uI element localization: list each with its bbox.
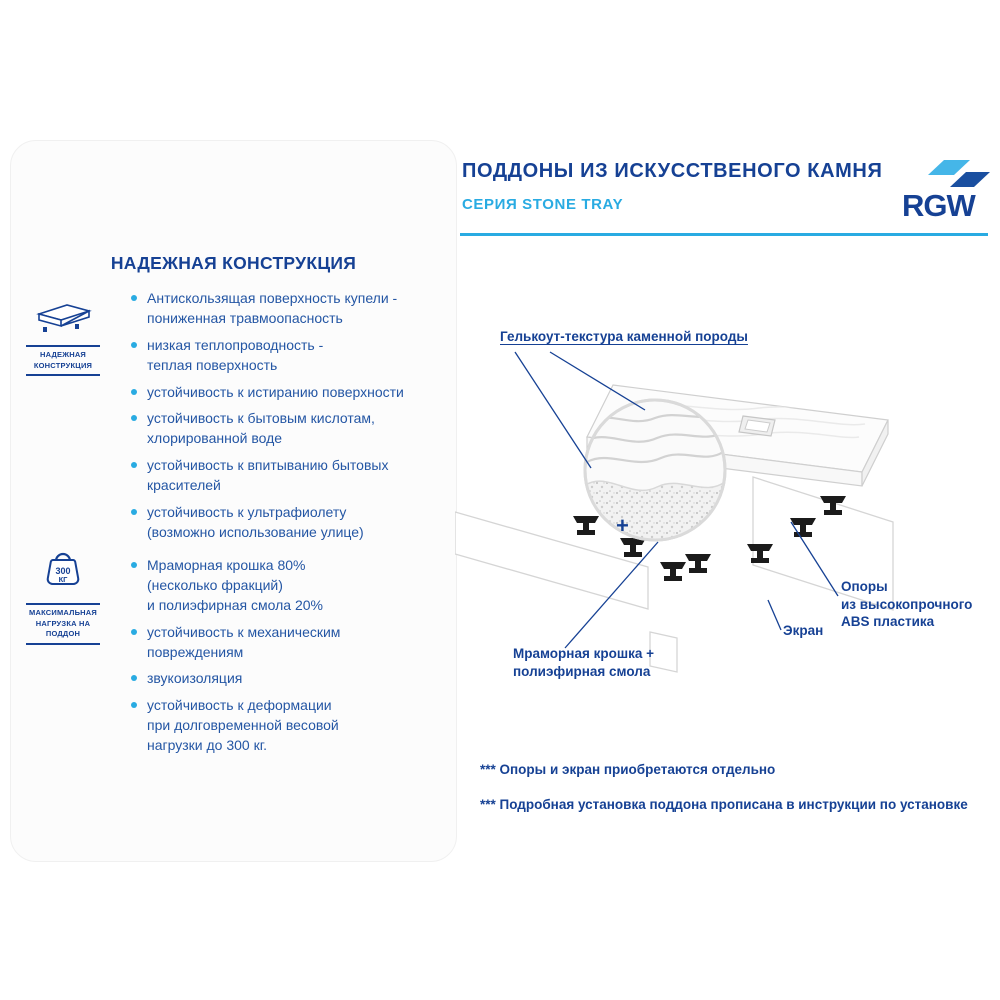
- bullet-dot: [131, 388, 137, 395]
- callout-gelcoat: Гелькоут-текстура каменной породы: [500, 329, 748, 344]
- plus-sign: +: [616, 513, 629, 538]
- construction-icon: [36, 304, 92, 332]
- badge-divider: [26, 642, 100, 645]
- bullet-dot: [131, 295, 137, 301]
- list-item: устойчивость к впитыванию бытовых красит…: [131, 456, 451, 496]
- badge-label: МАКСИМАЛЬНАЯ НАГРУЗКА НА ПОДДОН: [29, 608, 97, 638]
- badge-divider: [26, 345, 100, 347]
- callout-marble: Мраморная крошка + полиэфирная смола: [513, 646, 654, 679]
- rgw-logo-icon: RGW: [902, 160, 990, 223]
- bullet-dot: [131, 341, 137, 348]
- leader-lines: [514, 351, 839, 649]
- badge-label: НАДЕЖНАЯ КОНСТРУКЦИЯ: [33, 350, 93, 370]
- bullet-dot: [131, 702, 137, 709]
- features-list-material: Мраморная крошка 80% (несколько фракций)…: [131, 556, 451, 763]
- weight-icon: 300 КГ: [46, 552, 80, 585]
- callout-screen: Экран: [783, 623, 824, 638]
- features-panel: НАДЕЖНАЯ КОНСТРУКЦИЯ НАДЕЖНАЯ КОНСТРУКЦИ…: [10, 140, 457, 862]
- panel-title: НАДЕЖНАЯ КОНСТРУКЦИЯ: [110, 253, 357, 273]
- list-item: устойчивость к механическим повреждениям: [131, 623, 451, 663]
- reliable-construction-badge: НАДЕЖНАЯ КОНСТРУКЦИЯ: [23, 299, 103, 379]
- svg-text:КГ: КГ: [59, 575, 69, 584]
- svg-text:RGW: RGW: [902, 188, 977, 223]
- drain-cover: [738, 415, 776, 437]
- bullet-dot: [131, 675, 137, 682]
- badge-divider: [26, 374, 100, 376]
- bullet-dot: [131, 562, 137, 568]
- bullet-dot: [131, 462, 137, 469]
- features-list-construction: Антискользящая поверхность купели - пони…: [131, 289, 451, 550]
- callout-supports: Опоры из высокопрочного ABS пластика: [841, 579, 973, 630]
- list-item: устойчивость к деформации при долговреме…: [131, 696, 451, 756]
- max-load-badge: 300 КГ МАКСИМАЛЬНАЯ НАГРУЗКА НА ПОДДОН: [23, 549, 103, 648]
- svg-text:300: 300: [55, 566, 70, 576]
- tray-exploded-diagram: + Гелькоут-текстура каменной породы Мрам…: [455, 320, 990, 715]
- badge-divider: [26, 603, 100, 605]
- list-item: звукоизоляция: [131, 669, 451, 689]
- footnote-accessories: *** Опоры и экран приобретаются отдельно: [480, 762, 776, 777]
- list-item: Антискользящая поверхность купели - пони…: [131, 289, 451, 329]
- list-item: Мраморная крошка 80% (несколько фракций)…: [131, 556, 451, 616]
- list-item: низкая теплопроводность - теплая поверхн…: [131, 336, 451, 376]
- screen-panels: [455, 476, 894, 673]
- tray-illustration: +: [455, 351, 894, 673]
- page-title: ПОДДОНЫ ИЗ ИСКУССТВЕНОГО КАМНЯ: [462, 160, 883, 182]
- texture-magnifier: +: [583, 398, 727, 542]
- bullet-dot: [131, 628, 137, 635]
- bullet-dot: [131, 508, 137, 515]
- page-subtitle: СЕРИЯ STONE TRAY: [462, 196, 624, 213]
- bullet-dot: [131, 415, 137, 422]
- header-divider: [460, 233, 988, 236]
- list-item: устойчивость к истиранию поверхности: [131, 383, 451, 403]
- rgw-logo: RGW: [898, 158, 990, 229]
- list-item: устойчивость к ультрафиолету (возможно и…: [131, 503, 451, 543]
- footnote-installation: *** Подробная установка поддона прописан…: [480, 797, 968, 812]
- list-item: устойчивость к бытовым кислотам, хлориро…: [131, 409, 451, 449]
